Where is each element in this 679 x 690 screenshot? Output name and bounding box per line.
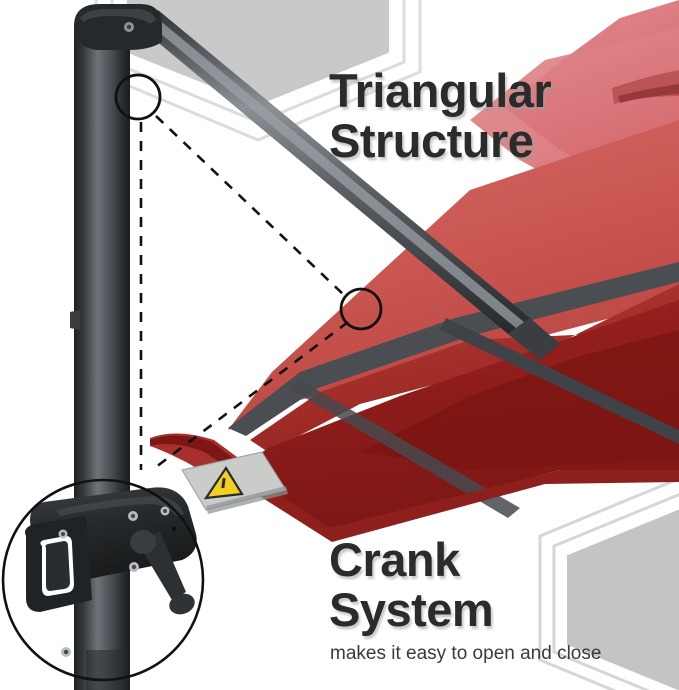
pole-cap-highlight (80, 9, 156, 24)
crank-handle-cutout-inner (45, 541, 70, 591)
tagline-text: makes it easy to open and close (330, 643, 602, 664)
canopy-rib-diagonal (440, 318, 679, 444)
crank-knob (169, 593, 195, 615)
canopy-panel-mid (250, 284, 679, 452)
canopy-vent-shadow (618, 84, 679, 103)
guide-circle-mid (339, 287, 383, 331)
headline-top-line1: Triangular (329, 64, 552, 117)
guide-circle-top (114, 73, 162, 121)
canopy-rib-diagonal-2 (292, 380, 520, 518)
headline-bottom-line2: System (329, 582, 494, 636)
pole-side-tab (70, 310, 80, 330)
canopy-bottom-edge (228, 468, 679, 542)
canopy-rib-upper (228, 262, 679, 436)
hexagon-watermark-bottom-right (538, 477, 679, 690)
guide-diagonal-upper (155, 115, 346, 297)
crank-bolt-5i (63, 649, 69, 655)
crank-bolt-3i (163, 509, 167, 513)
support-arm (136, 10, 560, 360)
crank-bolt-2i (130, 513, 136, 519)
crank-detail-circle (1, 478, 205, 682)
crank-housing-highlight (56, 496, 184, 516)
support-arm-highlight (144, 14, 524, 328)
crank-screw-small (171, 526, 177, 532)
guide-diagonal-lower (151, 320, 349, 472)
canopy-panel-deep-shadow (360, 330, 679, 470)
warning-triangle-bang (221, 477, 226, 489)
crank-bolt-1i (61, 532, 65, 536)
crank-bolt-4i (131, 564, 137, 570)
crank-mechanism (25, 487, 197, 657)
canopy-tip-assembly (150, 433, 288, 514)
triangle-guide-lines (139, 115, 349, 472)
pole-cap-bolt-inner (126, 24, 132, 30)
crank-arm-hub (130, 530, 156, 554)
pole-sleeve-seam (86, 650, 122, 690)
support-arm-lower-edge (508, 318, 560, 360)
headline-top-line2: Structure (329, 113, 534, 167)
headline-bottom-line1: Crank (329, 533, 460, 586)
warning-label-strip-shadow (206, 486, 288, 514)
